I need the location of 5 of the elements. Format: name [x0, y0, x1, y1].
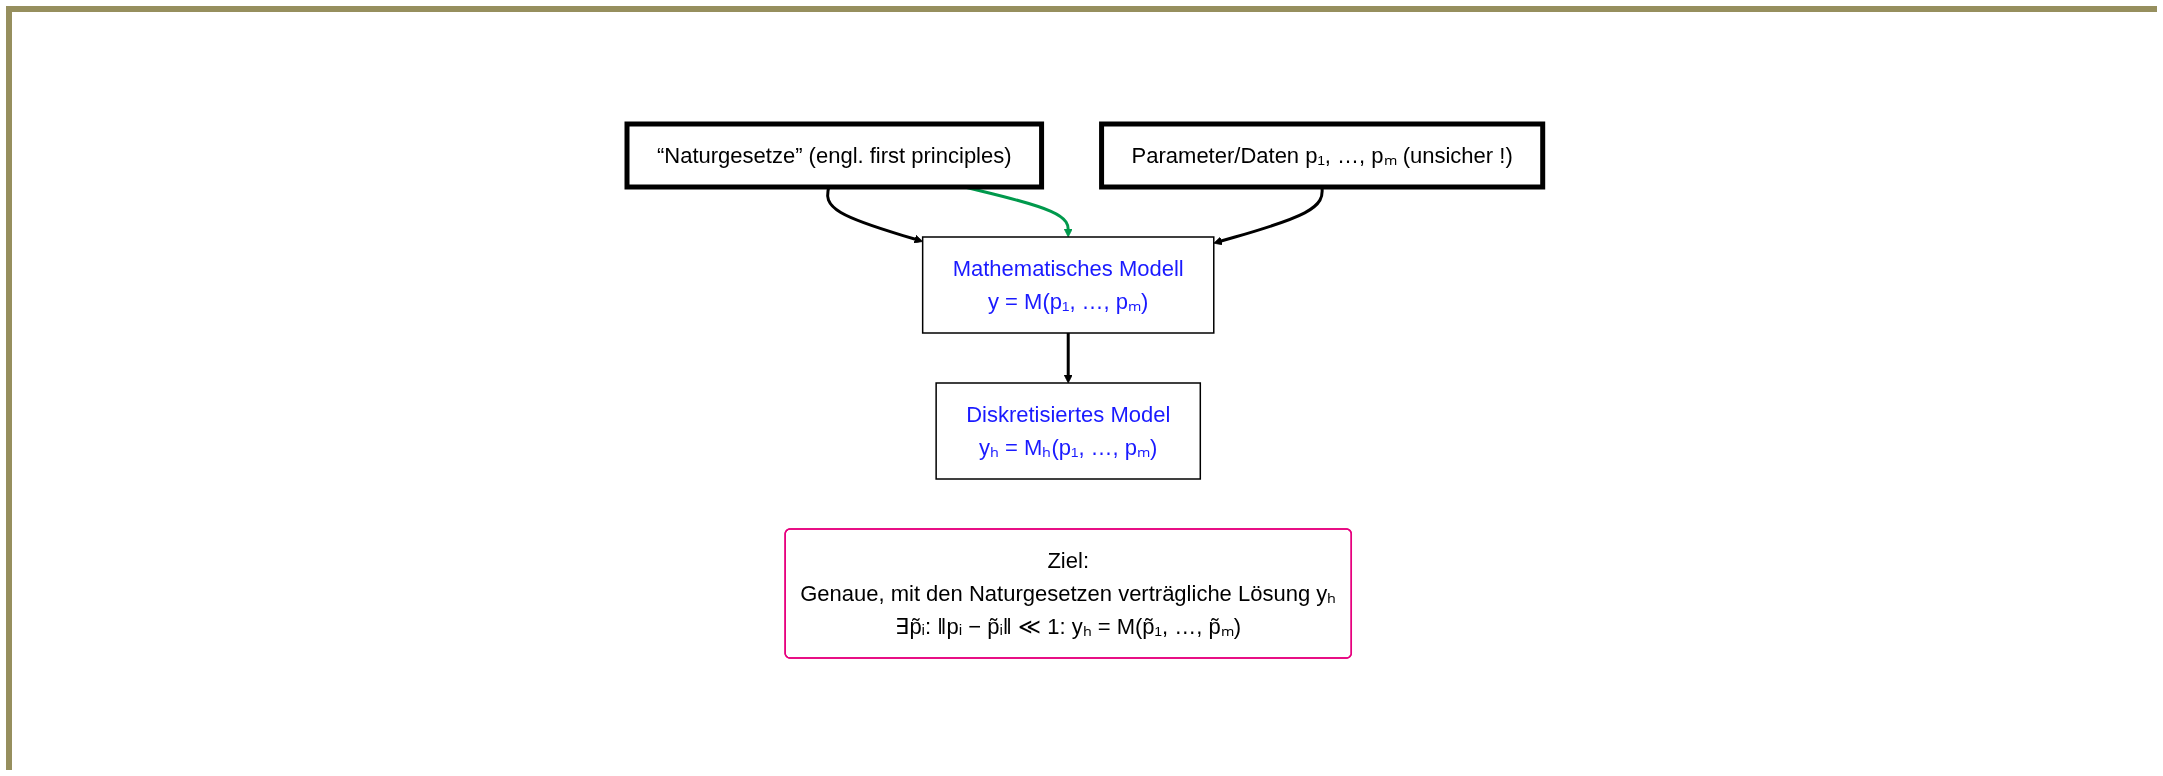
arrow: [1063, 333, 1073, 384]
node-box: “Naturgesetze” (engl. first principles): [624, 121, 1044, 190]
node-box: Parameter/Daten p₁, …, pₘ (unsicher !): [1098, 121, 1545, 190]
node-box: Mathematisches Modell y = M(p₁, …, pₘ): [921, 236, 1215, 334]
node-box: Diskretisiertes Model yₕ = Mₕ(p₁, …, pₘ): [935, 382, 1201, 480]
